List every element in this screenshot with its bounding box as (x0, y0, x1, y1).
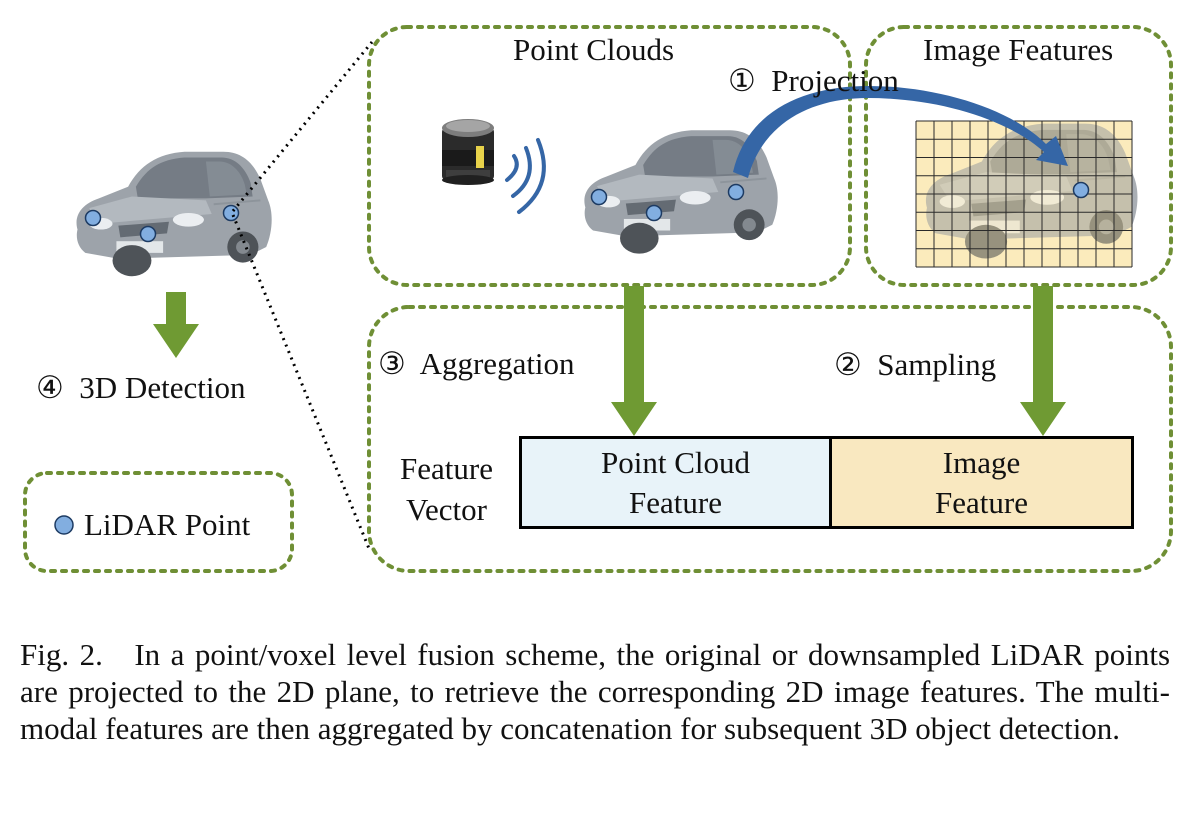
sampling-step-label: ② Sampling (834, 349, 996, 380)
detection-step-label: ④ 3D Detection (36, 372, 245, 403)
step-label: 3D Detection (79, 370, 246, 405)
point-clouds-title: Point Clouds (513, 32, 675, 67)
step-marker: ② (834, 347, 862, 382)
image-features-box (864, 25, 1173, 287)
aggregation-box (367, 305, 1173, 573)
feature-vector-label-line1: Feature (400, 451, 493, 486)
lidar-point (590, 183, 745, 222)
legend-label: LiDAR Point (84, 507, 251, 542)
aggregation-step-label: ③ Aggregation (378, 348, 575, 379)
feature-vector-label: Feature Vector (400, 448, 493, 530)
step-label: Aggregation (419, 346, 575, 381)
projection-step-label: ① Projection (728, 65, 899, 96)
image-feature-map (915, 120, 1139, 268)
point-cloud-feature-line2: Feature (629, 484, 722, 520)
step-label: Projection (771, 63, 899, 98)
signal-waves-icon (505, 138, 546, 214)
point-cloud-feature-line1: Point Cloud (600, 444, 750, 480)
figure-caption: Fig. 2. In a point/voxel level fusion sc… (20, 636, 1170, 747)
step-marker: ① (728, 63, 756, 98)
detection-arrow (153, 292, 199, 358)
image-feature-line2: Feature (935, 484, 1028, 520)
sampling-arrow (1020, 286, 1066, 436)
image-feature-line1: Image (942, 444, 1021, 480)
image-features-title: Image Features (923, 32, 1114, 67)
image-feature-cell: Image Feature (829, 436, 1134, 529)
caption-prefix: Fig. 2. (20, 637, 103, 672)
aggregation-arrow (611, 286, 657, 436)
feature-vector-label-line2: Vector (406, 492, 487, 527)
point-cloud-feature-cell: Point Cloud Feature (519, 436, 832, 529)
lidar-sensor-icon (442, 119, 494, 185)
projection-arrow (733, 86, 1068, 178)
legend-lidar-point-icon (54, 515, 74, 535)
zoom-line-top (231, 41, 374, 212)
step-marker: ④ (36, 370, 64, 405)
legend-box (23, 471, 294, 573)
zoom-line-bottom (231, 214, 372, 552)
lidar-point (1072, 181, 1090, 199)
point-clouds-box (367, 25, 852, 287)
lidar-point (84, 204, 240, 243)
caption-text: In a point/voxel level fusion scheme, th… (20, 637, 1171, 746)
step-label: Sampling (877, 347, 997, 382)
car-icon (75, 150, 273, 278)
step-marker: ③ (378, 346, 406, 381)
